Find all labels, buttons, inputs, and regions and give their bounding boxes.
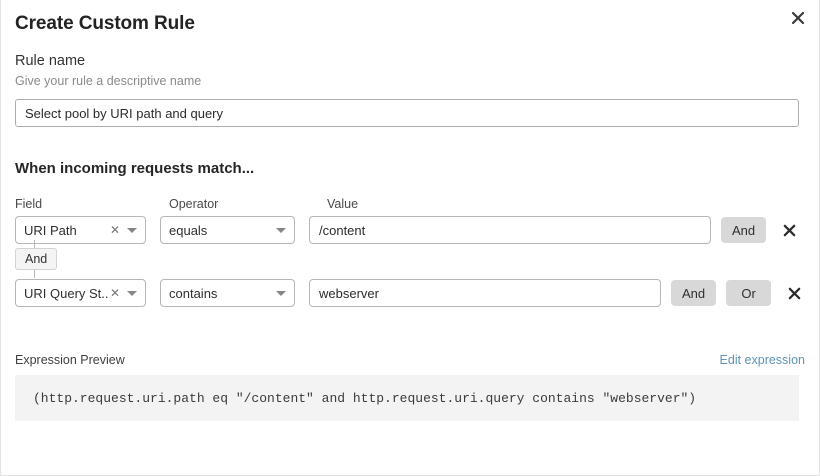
condition-connector: And — [15, 240, 805, 278]
and-button-row-2[interactable]: And — [671, 280, 717, 306]
page-title: Create Custom Rule — [15, 13, 195, 34]
dialog-body: Rule name Give your rule a descriptive n… — [1, 52, 819, 421]
and-button-row-1[interactable]: And — [721, 217, 767, 243]
column-header-field: Field — [15, 197, 43, 211]
operator-select-value-row-1: equals — [169, 222, 208, 238]
field-select-row-2[interactable]: URI Query St... ✕ — [15, 279, 146, 307]
field-select-value-row-1: URI Path — [24, 222, 77, 238]
chevron-down-icon[interactable] — [276, 227, 286, 233]
expression-preview-code: (http.request.uri.path eq "/content" and… — [15, 375, 799, 421]
clear-icon[interactable]: ✕ — [109, 223, 120, 237]
chevron-down-icon[interactable] — [127, 227, 137, 233]
condition-column-headers: Field Operator Value — [15, 197, 805, 211]
chevron-down-icon[interactable] — [276, 290, 286, 296]
expression-preview-title: Expression Preview — [15, 353, 125, 367]
remove-icon[interactable] — [780, 221, 798, 239]
close-icon[interactable] — [787, 7, 809, 29]
clear-icon[interactable]: ✕ — [109, 286, 120, 300]
field-select-row-1[interactable]: URI Path ✕ — [15, 216, 146, 244]
operator-select-value-row-2: contains — [169, 285, 218, 301]
remove-icon[interactable] — [785, 284, 803, 302]
chevron-down-icon[interactable] — [127, 290, 137, 296]
operator-select-row-1[interactable]: equals — [160, 216, 295, 244]
dialog-header: Create Custom Rule — [1, 0, 819, 40]
condition-row: URI Query St... ✕ contains And Or — [15, 279, 805, 307]
operator-select-row-2[interactable]: contains — [160, 279, 295, 307]
value-input-row-1[interactable] — [309, 216, 711, 244]
connector-and-chip[interactable]: And — [15, 248, 58, 270]
column-header-value: Value — [327, 197, 359, 211]
condition-row: URI Path ✕ equals And — [15, 216, 805, 244]
or-button-row-2[interactable]: Or — [726, 280, 772, 306]
column-header-operator: Operator — [169, 197, 219, 211]
match-section-title: When incoming requests match... — [15, 160, 255, 177]
rule-name-label: Rule name — [15, 53, 86, 69]
edit-expression-link[interactable]: Edit expression — [719, 353, 805, 367]
expression-preview-header: Expression Preview Edit expression — [15, 353, 805, 367]
value-input-row-2[interactable] — [309, 279, 661, 307]
rule-name-input[interactable] — [15, 99, 799, 127]
field-select-value-row-2: URI Query St... — [24, 285, 108, 301]
rule-name-help: Give your rule a descriptive name — [15, 74, 202, 88]
